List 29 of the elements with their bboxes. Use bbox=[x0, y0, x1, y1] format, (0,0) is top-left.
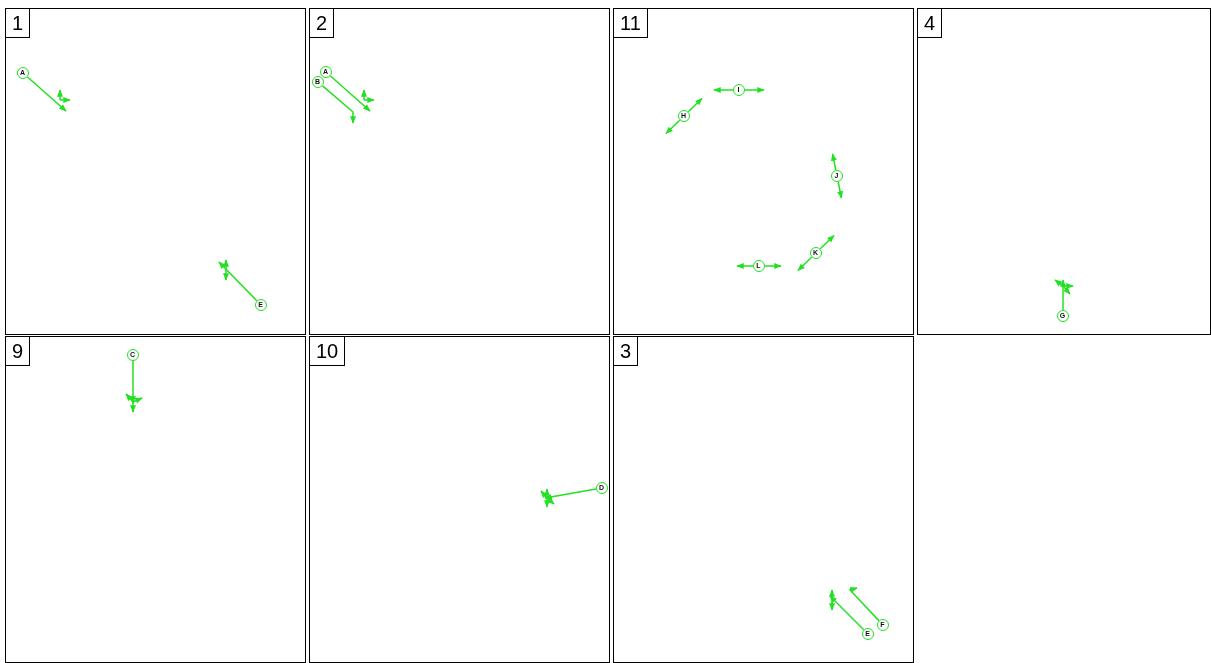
panel-number: 3 bbox=[614, 337, 639, 366]
panel-number: 10 bbox=[310, 337, 346, 366]
panel bbox=[613, 336, 914, 663]
leader-line bbox=[848, 586, 880, 622]
panel bbox=[917, 8, 1211, 335]
marker-circle bbox=[732, 83, 745, 96]
leader-line bbox=[1060, 279, 1066, 311]
leader-line bbox=[329, 75, 371, 112]
leader-line bbox=[26, 76, 67, 112]
panel-number: 1 bbox=[6, 9, 31, 38]
marker-circle bbox=[876, 618, 889, 631]
marker-circle bbox=[830, 169, 843, 182]
marker-circle bbox=[861, 627, 874, 640]
leader-line bbox=[218, 261, 258, 302]
leader-line bbox=[321, 85, 356, 124]
panel bbox=[309, 8, 610, 335]
panel-number: 11 bbox=[614, 9, 648, 38]
panel bbox=[613, 8, 914, 335]
panel bbox=[5, 336, 306, 663]
panel-number: 4 bbox=[918, 9, 943, 38]
leader-line bbox=[130, 360, 136, 404]
marker-circle bbox=[752, 259, 765, 272]
leader-line bbox=[544, 488, 597, 500]
panel-number: 9 bbox=[6, 337, 31, 366]
panel-number: 2 bbox=[310, 9, 335, 38]
panel bbox=[5, 8, 306, 335]
marker-circle bbox=[254, 298, 267, 311]
leader-line bbox=[829, 595, 865, 631]
panel bbox=[309, 336, 610, 663]
